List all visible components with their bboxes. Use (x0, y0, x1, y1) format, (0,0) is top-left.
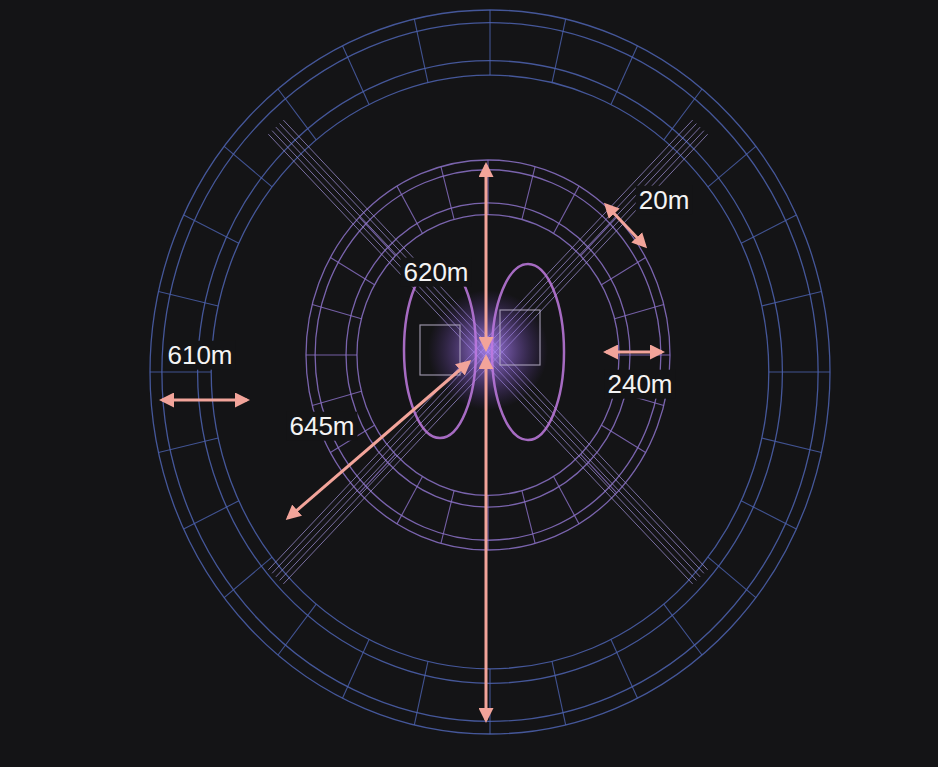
hub-ring (404, 262, 476, 438)
spoke-line (268, 134, 692, 584)
ring-rib (150, 371, 211, 372)
ring-rib (664, 89, 702, 140)
ring-rib (306, 354, 357, 355)
dimension-arrow (606, 351, 662, 354)
hub-ring (492, 264, 564, 440)
ring-rib (489, 10, 490, 75)
ring-rib (414, 19, 428, 83)
spoke-line (280, 124, 704, 574)
ring-rib (342, 46, 369, 105)
ring-rib (224, 146, 272, 187)
spoke-line (276, 127, 700, 577)
ring-rib (762, 438, 822, 452)
ring-line (198, 61, 783, 684)
ring-line (150, 10, 830, 734)
ring-rib (278, 89, 316, 140)
ring-rib (741, 215, 796, 243)
ring-line (357, 215, 619, 496)
dimension-label: 20m (636, 186, 693, 215)
ring-rib (522, 491, 535, 544)
hub-module (500, 310, 540, 365)
central-hub (404, 262, 564, 440)
ring-rib (611, 46, 638, 105)
ring-rib (708, 146, 756, 187)
dimension-arrow (485, 357, 488, 720)
ring-rib (487, 160, 488, 215)
ring-rib (359, 454, 395, 493)
ring-rib (184, 215, 239, 243)
ring-rib (615, 305, 664, 319)
spoke-line (272, 131, 696, 581)
ring-rib (441, 491, 454, 544)
ring-rib (184, 501, 239, 529)
ring-line (211, 75, 769, 669)
hub-glow (428, 290, 548, 410)
ring-rib (708, 557, 756, 598)
spoke-line (276, 127, 700, 577)
dimension-arrows (162, 165, 662, 720)
outer-ring (150, 10, 830, 734)
ring-rib (414, 661, 428, 725)
ring-rib (522, 167, 535, 220)
ring-rib (552, 661, 566, 725)
ring-rib (330, 258, 374, 285)
dimension-label: 240m (604, 370, 675, 399)
ring-rib (397, 186, 422, 233)
spoke-truss (268, 120, 707, 584)
ring-rib (619, 354, 670, 355)
dimension-arrow (162, 399, 247, 402)
ring-rib (664, 604, 702, 655)
ring-line (162, 23, 818, 722)
ring-rib (611, 639, 638, 698)
ring-rib (769, 371, 830, 372)
ring-rib (159, 438, 219, 452)
ring-rib (489, 669, 490, 734)
dimension-arrow (485, 165, 488, 349)
ring-line (306, 160, 670, 550)
dimension-label: 610m (164, 341, 235, 370)
spoke-line (283, 120, 707, 570)
spoke-line (268, 120, 692, 570)
ring-line (346, 203, 630, 507)
ring-line (315, 170, 661, 541)
ring-rib (601, 425, 645, 452)
ring-rib (441, 167, 454, 220)
ring-rib (342, 639, 369, 698)
ring-rib (762, 291, 822, 305)
hub-module (420, 325, 460, 375)
ring-rib (581, 454, 617, 493)
ring-rib (487, 495, 488, 550)
ring-rib (278, 604, 316, 655)
ring-rib (159, 291, 219, 305)
ring-rib (552, 19, 566, 83)
dimension-label: 620m (400, 258, 471, 287)
ring-rib (741, 501, 796, 529)
ring-rib (312, 391, 361, 405)
inner-ring (306, 160, 670, 550)
ring-rib (554, 186, 579, 233)
ring-rib (224, 557, 272, 598)
ring-rib (601, 258, 645, 285)
spoke-line (283, 134, 707, 584)
ring-rib (554, 477, 579, 524)
ring-rib (312, 305, 361, 319)
ring-rib (397, 477, 422, 524)
dimension-label: 645m (286, 412, 357, 441)
